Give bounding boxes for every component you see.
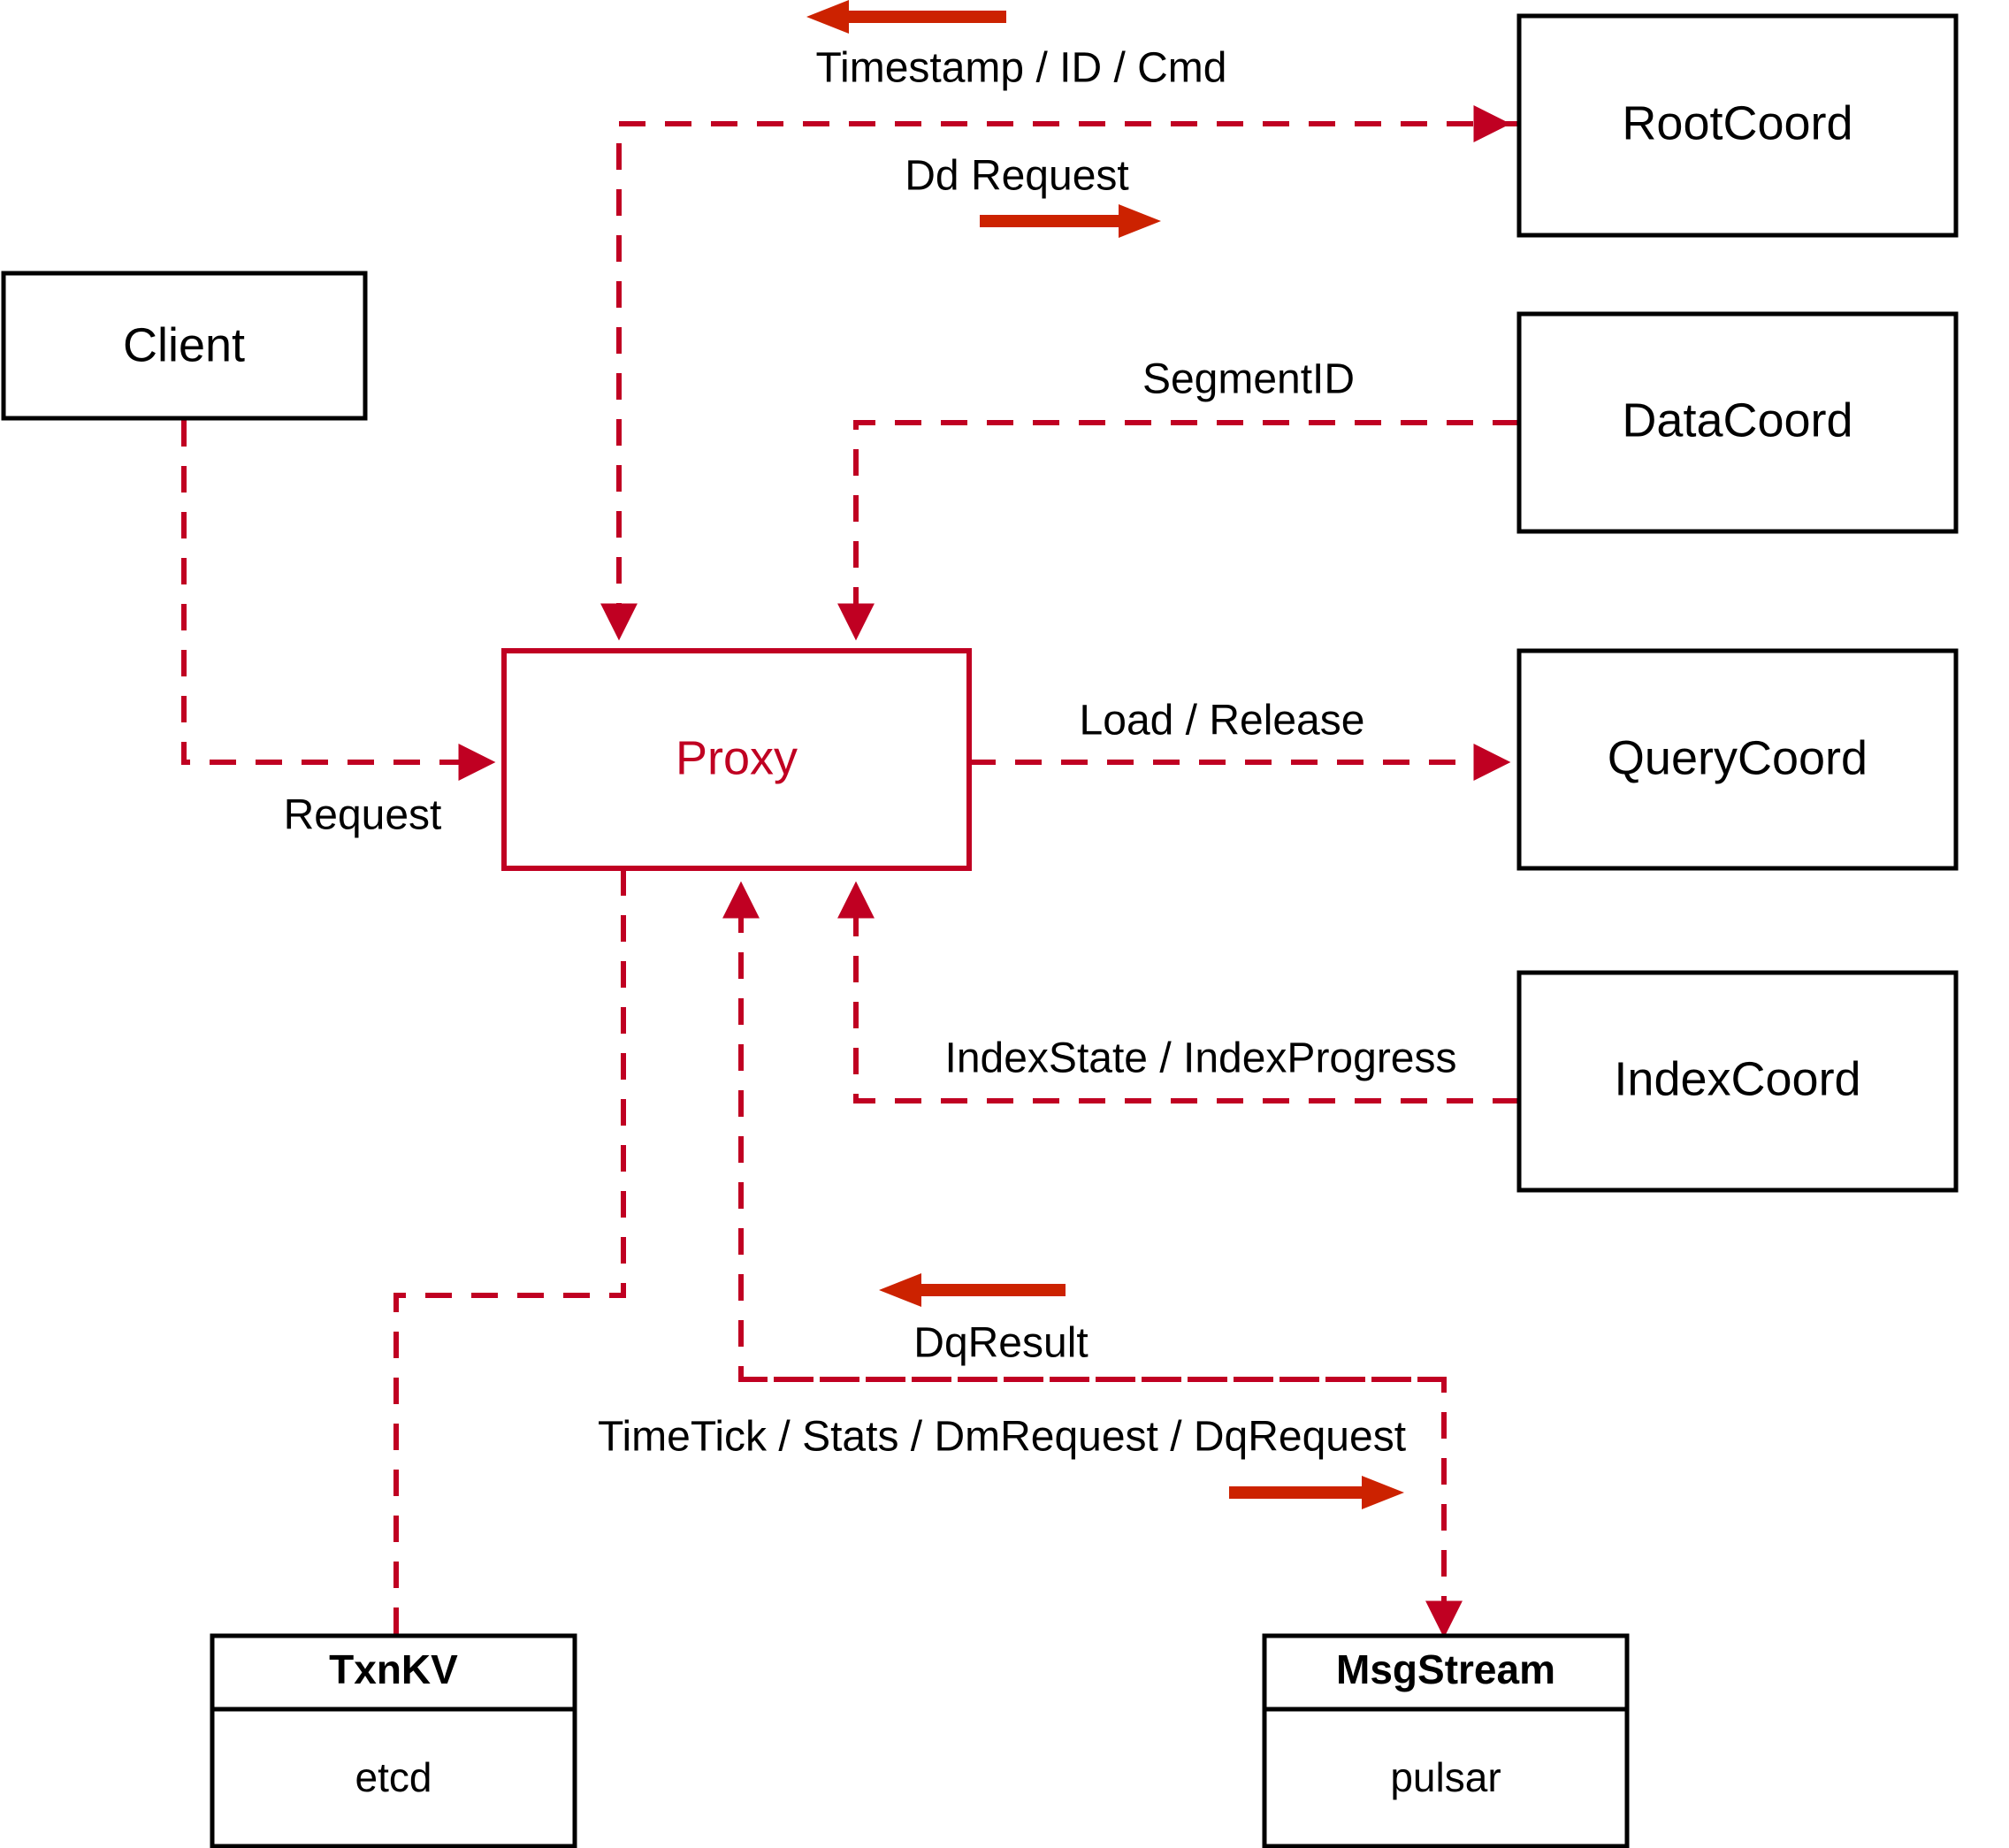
edge-label-timetick-stats: TimeTick / Stats / DmRequest / DqRequest [598, 1414, 1406, 1461]
node-txnkv-impl: etcd [355, 1754, 432, 1800]
node-msgstream-title: MsgStream [1336, 1646, 1555, 1692]
edge-label-dq-result: DqResult [913, 1320, 1088, 1367]
edge-label-dd-request: Dd Request [905, 153, 1128, 200]
link-proxy-to-msgstream [741, 1377, 1463, 1638]
node-proxy-label: Proxy [676, 731, 798, 784]
node-client-label: Client [123, 318, 245, 371]
node-msgstream-impl: pulsar [1390, 1754, 1501, 1800]
node-datacoord[interactable]: DataCoord [1516, 311, 1959, 534]
direction-arrow-right-timetick [1229, 1476, 1404, 1509]
edge-label-timestamp-id-cmd: Timestamp / ID / Cmd [816, 45, 1227, 92]
node-querycoord[interactable]: QueryCoord [1516, 648, 1959, 871]
direction-arrow-right-dd-request [980, 204, 1161, 238]
edge-label-index-state-progress: IndexState / IndexProgress [945, 1035, 1457, 1082]
link-msgstream-to-proxy [722, 881, 1444, 1382]
node-querycoord-label: QueryCoord [1608, 731, 1868, 784]
link-datacoord-to-proxy [837, 420, 1519, 641]
node-datacoord-label: DataCoord [1622, 393, 1852, 447]
node-indexcoord-label: IndexCoord [1614, 1052, 1860, 1105]
node-txnkv[interactable]: TxnKV etcd [210, 1633, 577, 1848]
link-proxy-to-txnkv [393, 869, 626, 1636]
node-rootcoord-label: RootCoord [1622, 96, 1852, 149]
node-proxy[interactable]: Proxy [501, 648, 972, 871]
edge-label-load-release: Load / Release [1080, 698, 1365, 745]
link-client-to-proxy [181, 420, 496, 781]
direction-arrow-left-dqresult [879, 1273, 1066, 1307]
direction-arrow-left-timestamp [806, 0, 1006, 34]
edge-label-segment-id: SegmentID [1142, 356, 1355, 403]
node-rootcoord[interactable]: RootCoord [1516, 13, 1959, 238]
node-txnkv-title: TxnKV [329, 1646, 458, 1692]
node-indexcoord[interactable]: IndexCoord [1516, 970, 1959, 1193]
link-rootcoord-to-proxy [600, 121, 1519, 641]
node-msgstream[interactable]: MsgStream pulsar [1262, 1633, 1630, 1848]
edge-label-request: Request [284, 792, 442, 839]
link-indexcoord-to-proxy [837, 881, 1519, 1103]
node-client[interactable]: Client [1, 271, 368, 421]
